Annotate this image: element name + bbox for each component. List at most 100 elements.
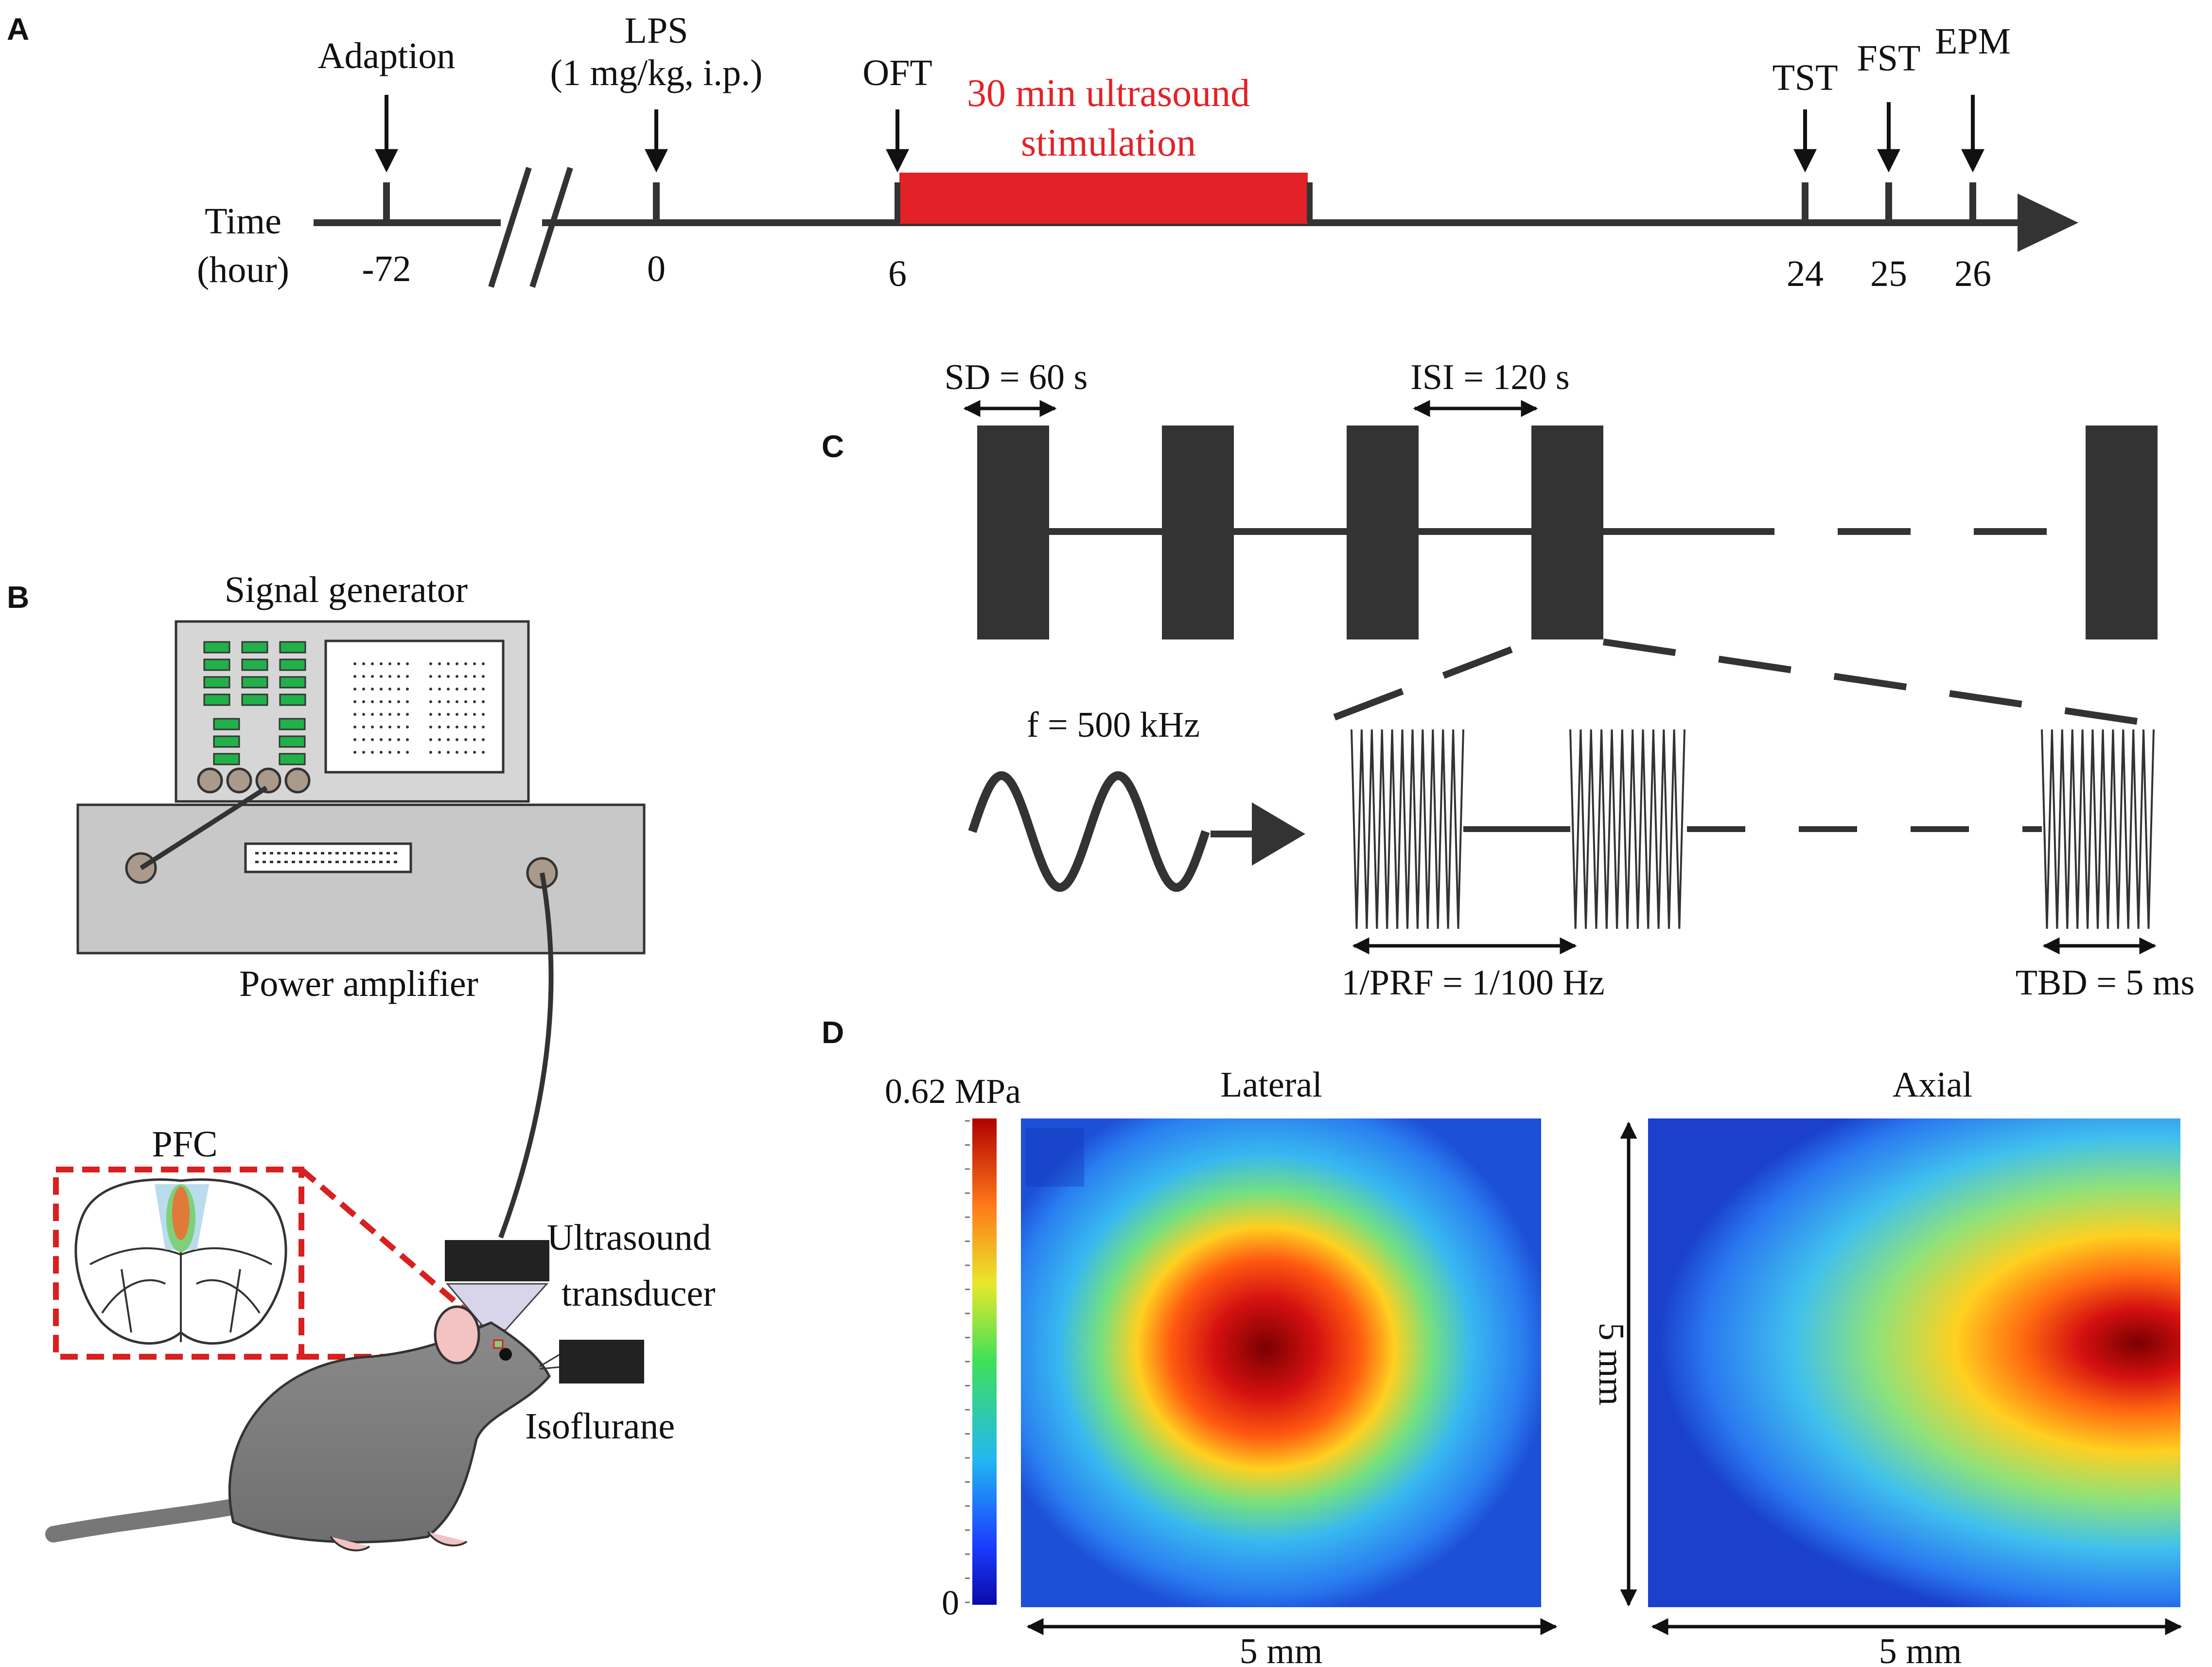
screen-dot [473, 738, 476, 741]
lps-label: LPS [625, 10, 688, 51]
screen-dot [406, 751, 409, 754]
isoflurane-label: Isoflurane [525, 1406, 675, 1447]
oft-label: OFT [862, 53, 932, 93]
screen-dot [353, 688, 356, 691]
screen-dot [380, 700, 383, 703]
amp-dot [394, 852, 397, 854]
screen-dot [438, 738, 441, 741]
screen-dot [464, 713, 467, 716]
screen-dot [388, 662, 391, 665]
tick-label: 26 [1954, 253, 1991, 294]
amp-dot [277, 852, 281, 854]
frequency-label: f = 500 kHz [1027, 705, 1200, 745]
screen-dot [482, 675, 485, 678]
screen-dot [380, 713, 383, 716]
screen-dot [388, 751, 391, 754]
screen-dot [406, 700, 409, 703]
screen-dot [456, 700, 458, 703]
amp-dot [314, 861, 317, 863]
screen-dot [371, 726, 374, 728]
screen-dot [397, 726, 400, 728]
screen-dot [473, 751, 476, 754]
screen-dot [362, 700, 365, 703]
screen-dot [397, 700, 400, 703]
screen-dot [406, 726, 409, 728]
isoflurane-nosecone [559, 1340, 644, 1383]
screen-dot [464, 726, 467, 728]
carrier-wave [968, 771, 1210, 892]
tst-label: TST [1772, 57, 1838, 98]
screen-dot [380, 675, 383, 678]
tick-label: -72 [362, 248, 411, 289]
amp-dot [284, 861, 288, 863]
signal-generator [175, 620, 530, 803]
axial-title: Axial [1893, 1065, 1972, 1105]
amp-dot [299, 852, 302, 854]
screen-dot [447, 688, 450, 691]
screen-dot [464, 688, 467, 691]
amp-dot [292, 861, 295, 863]
time-axis-label: Time [205, 201, 281, 242]
screen-dot [473, 713, 476, 716]
screen-dot [429, 700, 432, 703]
generator-button [279, 735, 306, 748]
axial-scale-label: 5 mm [1879, 1632, 1962, 1667]
generator-button [213, 753, 240, 765]
adaption-label: Adaption [318, 35, 456, 76]
screen-dot [447, 751, 450, 754]
screen-dot [429, 675, 432, 678]
isi-label: ISI = 120 s [1410, 357, 1569, 397]
screen-dot [482, 738, 485, 741]
generator-button [203, 676, 230, 689]
generator-button [241, 676, 268, 689]
amp-dot [255, 852, 259, 854]
screen-dot [473, 662, 476, 665]
amp-dot [270, 852, 273, 854]
screen-dot [429, 726, 432, 728]
screen-dot [362, 675, 365, 678]
colorbar [972, 1118, 997, 1605]
screen-dot [447, 675, 450, 678]
screen-dot [371, 688, 374, 691]
screen-dot [473, 675, 476, 678]
axis-break-1 [488, 167, 532, 288]
screen-dot [473, 700, 476, 703]
screen-dot [362, 726, 365, 728]
screen-dot [482, 688, 485, 691]
screen-dot [464, 675, 467, 678]
knob [197, 767, 223, 794]
screen-dot [353, 751, 356, 754]
pfc-label: PFC [152, 1124, 217, 1165]
screen-dot [353, 662, 356, 665]
screen-dot [380, 738, 383, 741]
screen-dot [429, 738, 432, 741]
amp-dot [306, 861, 310, 863]
amp-dot [394, 861, 397, 863]
lps-dose-label: (1 mg/kg, i.p.) [550, 53, 763, 93]
sonication-block [1162, 426, 1234, 639]
panel-d-label: D [822, 1015, 844, 1050]
screen-dot [456, 662, 458, 665]
screen-dot [438, 726, 441, 728]
screen-dot [447, 713, 450, 716]
screen-dot [482, 726, 485, 728]
screen-dot [456, 726, 458, 728]
generator-button [213, 735, 240, 748]
screen-dot [438, 662, 441, 665]
screen-dot [353, 675, 356, 678]
screen-dot [388, 700, 391, 703]
generator-button [241, 641, 268, 654]
screen-dot [406, 738, 409, 741]
screen-dot [388, 675, 391, 678]
amp-dot [350, 861, 353, 863]
amp-dot [292, 852, 295, 854]
generator-button [241, 693, 268, 706]
amp-dot [284, 852, 288, 854]
screen-dot [482, 662, 485, 665]
screen-dot [353, 726, 356, 728]
time-unit-label: (hour) [197, 249, 289, 290]
sonication-block [977, 426, 1049, 639]
screen-dot [397, 688, 400, 691]
pulse-burst [2041, 729, 2155, 929]
screen-dot [388, 713, 391, 716]
